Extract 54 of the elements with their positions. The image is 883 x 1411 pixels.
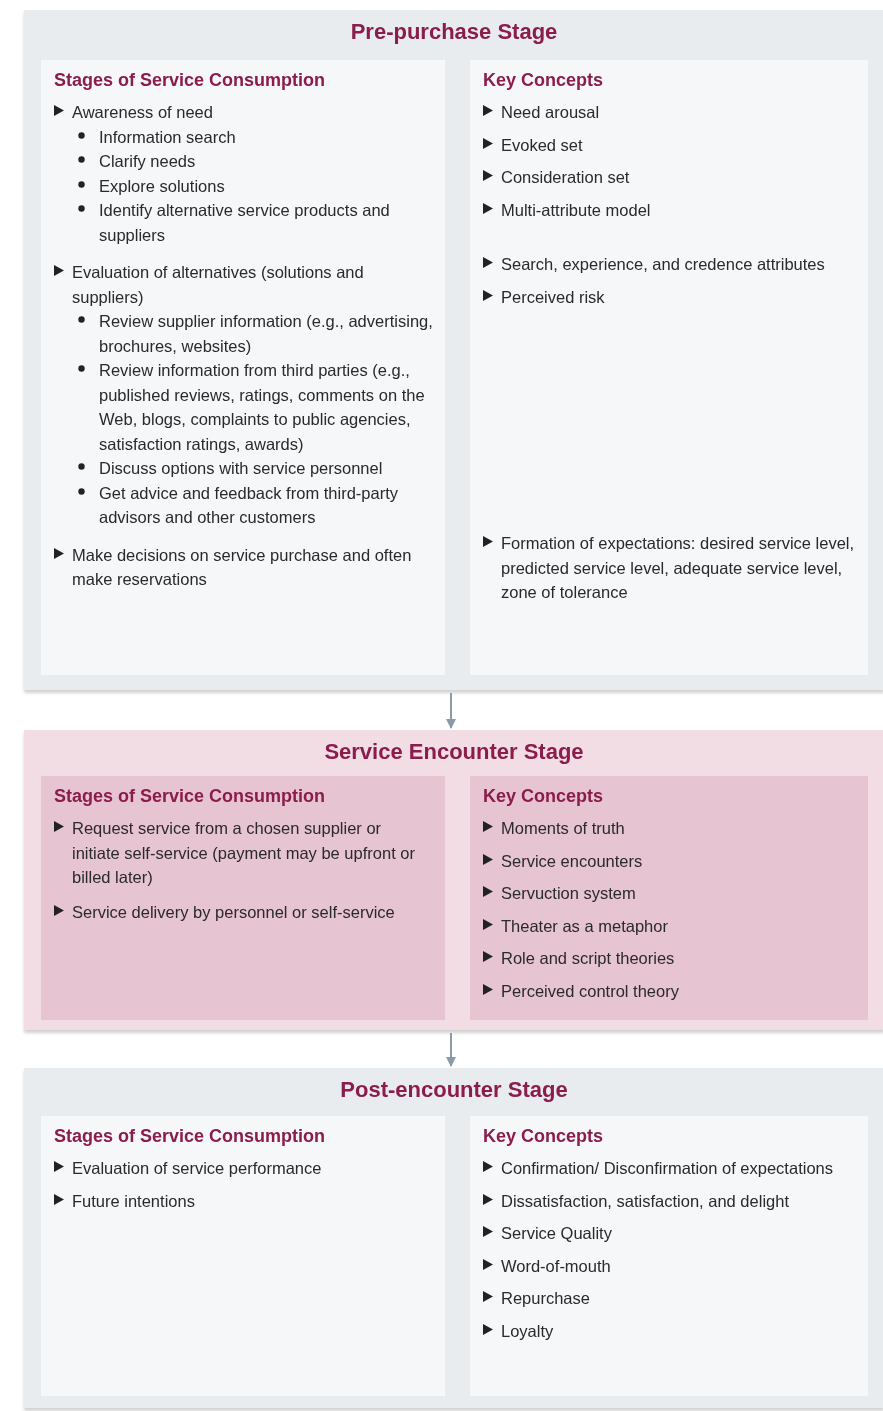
list-item: Perceived control theory (501, 980, 679, 1002)
list-item: Awareness of need (72, 102, 213, 123)
list-item: Evaluation of alternatives (solutions and suppliers) (72, 262, 365, 308)
content-panel (41, 60, 445, 675)
list-item: Service encounters (501, 850, 643, 872)
stage-panel (24, 10, 883, 690)
panel-heading: Key Concepts (483, 786, 605, 807)
list-item: Perceived risk (501, 286, 605, 308)
list-item: Clarify needs (99, 151, 196, 172)
arrow (446, 692, 456, 729)
list-item: Formation of expectations: desired service level, predicted service level, adequate service level, zone of tolerance (501, 533, 856, 603)
list-item: Multi-attribute model (501, 199, 651, 221)
list-item: Search, experience, and credence attributes (501, 254, 825, 275)
stage-title: Service Encounter Stage (323, 739, 585, 765)
list-item: Service delivery by personnel or self-service (72, 901, 395, 923)
panel-heading: Stages of Service Consumption (54, 1126, 327, 1147)
list-item: Evoked set (501, 134, 583, 156)
stage-panel (24, 1068, 883, 1408)
list-item: Repurchase (501, 1288, 590, 1309)
list-item: Make decisions on service purchase and often make reservations (72, 544, 413, 590)
list-item: Review supplier information (e.g., advertising, brochures, websites) (99, 311, 433, 357)
content-panel (470, 776, 868, 1020)
content-panel (41, 776, 445, 1020)
list-item: Consideration set (501, 167, 630, 188)
list-item: Dissatisfaction, satisfaction, and delight (501, 1190, 789, 1212)
list-item: Confirmation/ Disconfirmation of expectations (501, 1158, 833, 1179)
list-item: Theater as a metaphor (501, 915, 668, 937)
panel-heading: Key Concepts (483, 1126, 605, 1147)
list-item: Moments of truth (501, 818, 625, 839)
list-item: Loyalty (501, 1320, 554, 1342)
list-item: Request service from a chosen supplier or initiate self-service (payment may be upfront or billed later) (72, 818, 416, 888)
list-item: Discuss options with service personnel (99, 458, 383, 479)
list-item: Get advice and feedback from third-party advisors and other customers (99, 482, 399, 528)
list-item: Review information from third parties (e.g., published reviews, ratings, comments on the Web, blogs, complaints to public agencies, satisfaction ratings, awards) (99, 360, 426, 455)
list-item: Evaluation of service performance (72, 1158, 322, 1179)
panel-heading: Key Concepts (483, 70, 605, 91)
list-item: Information search (99, 126, 236, 148)
arrow (446, 1032, 456, 1067)
list-item: Explore solutions (99, 175, 225, 197)
list-item: Service Quality (501, 1223, 612, 1244)
stage-panel (24, 730, 883, 1030)
stage-title: Pre-purchase Stage (349, 19, 559, 45)
list-item: Word-of-mouth (501, 1255, 611, 1277)
list-item: Need arousal (501, 102, 600, 123)
list-item: Servuction system (501, 883, 636, 904)
content-panel (470, 60, 868, 675)
content-panel (470, 1116, 868, 1396)
list-item: Future intentions (72, 1190, 195, 1212)
panel-heading: Stages of Service Consumption (54, 786, 327, 807)
panel-heading: Stages of Service Consumption (54, 70, 327, 91)
list-item: Identify alternative service products and suppliers (99, 200, 391, 246)
list-item: Role and script theories (501, 948, 675, 969)
stage-title: Post-encounter Stage (339, 1077, 569, 1103)
content-panel (41, 1116, 445, 1396)
